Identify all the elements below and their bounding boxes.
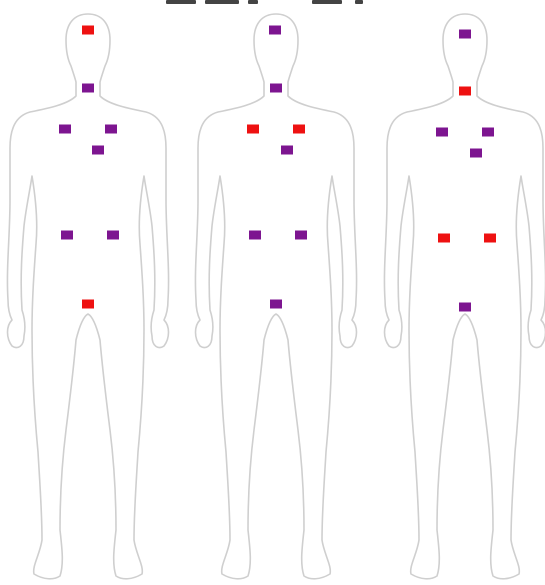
cropped-text-remnant xyxy=(0,0,545,8)
right-hip-marker xyxy=(295,231,307,240)
cropped-glyph xyxy=(205,0,239,4)
head-marker xyxy=(82,26,94,35)
pelvis-marker xyxy=(270,300,282,309)
right-shoulder-marker xyxy=(482,128,494,137)
body-silhouette xyxy=(384,14,545,579)
left-shoulder-marker xyxy=(436,128,448,137)
figure-3 xyxy=(384,14,545,579)
right-shoulder-marker xyxy=(293,125,305,134)
cropped-glyph xyxy=(248,0,258,4)
right-shoulder-marker xyxy=(105,125,117,134)
figure-1 xyxy=(7,14,168,579)
neck-marker xyxy=(459,87,471,96)
right-hip-marker xyxy=(484,234,496,243)
left-hip-marker xyxy=(438,234,450,243)
left-hip-marker xyxy=(249,231,261,240)
cropped-glyph xyxy=(355,0,363,4)
figure-2 xyxy=(195,14,356,579)
sternum-marker xyxy=(281,146,293,155)
sternum-marker xyxy=(470,149,482,158)
pelvis-marker xyxy=(82,300,94,309)
cropped-glyph xyxy=(166,0,196,4)
left-shoulder-marker xyxy=(247,125,259,134)
right-hip-marker xyxy=(107,231,119,240)
cropped-glyph xyxy=(312,0,342,4)
neck-marker xyxy=(82,84,94,93)
pelvis-marker xyxy=(459,303,471,312)
head-marker xyxy=(459,30,471,39)
left-hip-marker xyxy=(61,231,73,240)
head-marker xyxy=(269,26,281,35)
sternum-marker xyxy=(92,146,104,155)
left-shoulder-marker xyxy=(59,125,71,134)
neck-marker xyxy=(270,84,282,93)
body-silhouette xyxy=(7,14,168,579)
body-silhouette xyxy=(195,14,356,579)
